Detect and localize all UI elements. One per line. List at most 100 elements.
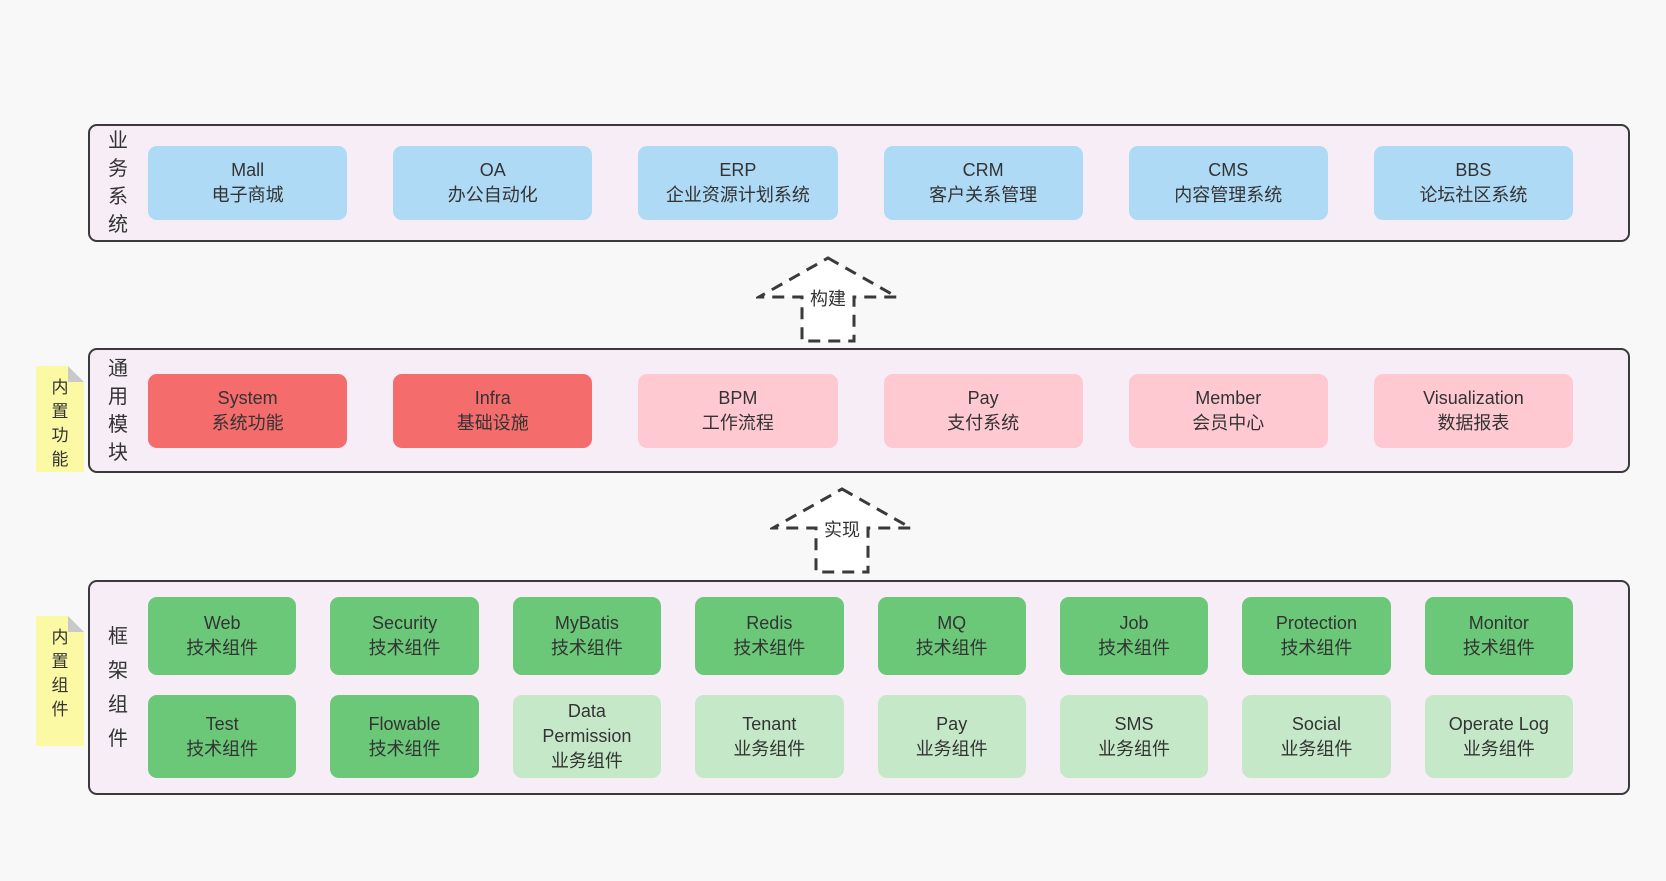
box-subtitle: 业务组件	[550, 751, 623, 771]
box-subtitle: 工作流程	[701, 412, 774, 433]
business-box-row: Mall 电子商城 OA 办公自动化 ERP 企业资源计划系统 CRM 客户关系…	[130, 146, 1628, 220]
box-subtitle: 企业资源计划系统	[665, 185, 810, 205]
box-title: Infra	[474, 387, 511, 408]
framework-rows: Web 技术组件 Security 技术组件 MyBatis 技术组件 Redi…	[130, 597, 1628, 778]
box-title: BBS	[1455, 160, 1492, 180]
sticky-note-built-in-functions: 内置功能	[36, 366, 84, 472]
folded-corner-icon	[68, 616, 84, 632]
box-subtitle: 会员中心	[1192, 412, 1265, 433]
sticky-note-built-in-components: 内置组件	[36, 616, 84, 746]
box-title: CMS	[1208, 160, 1249, 180]
box-subtitle: 业务组件	[1280, 738, 1353, 759]
box-mybatis: MyBatis 技术组件	[512, 597, 662, 675]
box-visualization: Visualization 数据报表	[1373, 373, 1574, 448]
arrow-label: 构建	[807, 287, 849, 311]
box-title: Tenant	[742, 713, 797, 734]
box-bpm: BPM 工作流程	[638, 373, 838, 448]
box-title: SMS	[1114, 713, 1154, 734]
band-common-modules: 通用模块 System 系统功能 Infra 基础设施 BPM 工作流程 Pay…	[88, 348, 1630, 473]
box-title: Protection	[1275, 613, 1357, 633]
box-title: BPM	[718, 387, 758, 408]
box-subtitle: 支付系统	[947, 412, 1020, 433]
box-title: MyBatis	[554, 613, 619, 633]
box-member: Member 会员中心	[1128, 373, 1328, 448]
box-job: Job 技术组件	[1059, 597, 1209, 675]
band-label: 业务系统	[108, 130, 128, 236]
box-title: ERP	[719, 160, 757, 180]
box-subtitle: 系统功能	[211, 412, 284, 433]
box-subtitle: 办公自动化	[447, 185, 538, 205]
box-subtitle: 技术组件	[1280, 638, 1353, 658]
box-title: Pay	[967, 387, 999, 408]
box-subtitle: 技术组件	[915, 638, 988, 658]
band-label: 通用模块	[108, 357, 128, 464]
box-mall: Mall 电子商城	[148, 146, 348, 220]
box-title: Redis	[746, 613, 793, 633]
box-title: Monitor	[1468, 613, 1529, 633]
box-operate-log: Operate Log 业务组件	[1424, 695, 1573, 778]
box-subtitle: 技术组件	[1098, 638, 1171, 658]
box-redis: Redis 技术组件	[695, 597, 844, 675]
box-title: Flowable	[368, 713, 441, 734]
box-flowable: Flowable 技术组件	[330, 695, 479, 778]
box-oa: OA 办公自动化	[393, 146, 593, 220]
arrow-implement: 实现	[767, 487, 917, 575]
box-subtitle: 技术组件	[368, 738, 441, 759]
box-subtitle: 技术组件	[733, 638, 806, 658]
box-subtitle: 技术组件	[368, 638, 441, 658]
box-infra: Infra 基础设施	[393, 373, 593, 448]
box-subtitle: 业务组件	[1462, 738, 1535, 759]
framework-box-row-1: Web 技术组件 Security 技术组件 MyBatis 技术组件 Redi…	[130, 597, 1628, 675]
folded-corner-icon	[68, 366, 84, 382]
box-data-permission: Data Permission 业务组件	[512, 695, 662, 778]
box-subtitle: 电子商城	[211, 185, 284, 205]
sticky-note-label: 内置功能	[51, 378, 69, 469]
box-web: Web 技术组件	[148, 597, 297, 675]
box-title: CRM	[962, 160, 1004, 180]
box-pay-biz: Pay 业务组件	[877, 695, 1026, 778]
box-security: Security 技术组件	[330, 597, 479, 675]
box-monitor: Monitor 技术组件	[1424, 597, 1573, 675]
box-system: System 系统功能	[148, 373, 348, 448]
box-title: Mall	[231, 160, 265, 180]
box-title: Web	[203, 613, 241, 633]
box-title: Data Permission	[542, 701, 632, 746]
band-framework-components: 框架组件 Web 技术组件 Security 技术组件 MyBatis 技术组件…	[88, 580, 1630, 795]
box-pay: Pay 支付系统	[883, 373, 1083, 448]
band-label: 框架组件	[108, 625, 128, 750]
box-title: Pay	[936, 713, 968, 734]
box-tenant: Tenant 业务组件	[695, 695, 844, 778]
box-protection: Protection 技术组件	[1242, 597, 1391, 675]
box-subtitle: 数据报表	[1437, 412, 1510, 433]
box-subtitle: 业务组件	[1098, 738, 1171, 759]
box-title: OA	[479, 160, 506, 180]
box-test: Test 技术组件	[148, 695, 297, 778]
box-social: Social 业务组件	[1242, 695, 1391, 778]
box-subtitle: 业务组件	[915, 738, 988, 759]
box-title: Operate Log	[1448, 713, 1549, 734]
box-title: MQ	[937, 613, 967, 633]
box-title: Visualization	[1423, 387, 1524, 408]
framework-box-row-2: Test 技术组件 Flowable 技术组件 Data Permission …	[130, 695, 1628, 778]
box-erp: ERP 企业资源计划系统	[638, 146, 838, 220]
box-subtitle: 技术组件	[186, 638, 259, 658]
box-subtitle: 论坛社区系统	[1419, 185, 1528, 205]
box-crm: CRM 客户关系管理	[883, 146, 1083, 220]
box-title: Test	[205, 713, 239, 734]
box-cms: CMS 内容管理系统	[1128, 146, 1328, 220]
box-title: System	[217, 387, 278, 408]
box-mq: MQ 技术组件	[877, 597, 1026, 675]
box-subtitle: 基础设施	[456, 412, 529, 433]
box-subtitle: 客户关系管理	[929, 185, 1038, 205]
box-subtitle: 技术组件	[550, 638, 623, 658]
box-title: Security	[372, 613, 438, 633]
box-sms: SMS 业务组件	[1059, 695, 1209, 778]
box-subtitle: 内容管理系统	[1174, 185, 1283, 205]
band-business-systems: 业务系统 Mall 电子商城 OA 办公自动化 ERP 企业资源计划系统 CRM…	[88, 124, 1630, 242]
box-bbs: BBS 论坛社区系统	[1373, 146, 1574, 220]
box-subtitle: 技术组件	[186, 738, 259, 759]
box-title: Social	[1291, 713, 1341, 734]
box-title: Job	[1119, 613, 1149, 633]
arrow-build: 构建	[753, 256, 903, 344]
sticky-note-label: 内置组件	[51, 628, 69, 719]
